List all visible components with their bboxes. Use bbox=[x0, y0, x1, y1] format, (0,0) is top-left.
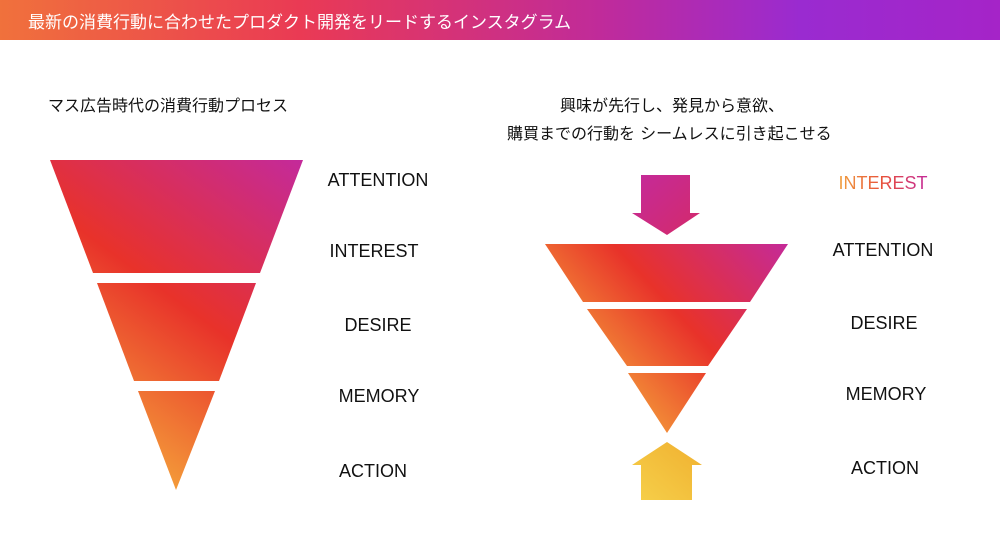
header-bar: 最新の消費行動に合わせたプロダクト開発をリードするインスタグラム bbox=[0, 0, 1000, 40]
right-title-line1: 興味が先行し、発見から意欲、 bbox=[560, 96, 785, 115]
left-funnel-band-3 bbox=[138, 391, 215, 490]
up-arrow-icon bbox=[632, 442, 702, 500]
left-title: マス広告時代の消費行動プロセス bbox=[48, 96, 289, 115]
right-label-action: ACTION bbox=[850, 458, 920, 478]
left-funnel-band-2 bbox=[97, 283, 256, 381]
right-funnel-band-2 bbox=[587, 309, 747, 366]
right-label-memory: MEMORY bbox=[845, 384, 927, 404]
right-label-attention: ATTENTION bbox=[832, 240, 934, 260]
right-title-line2: 購買までの行動を シームレスに引き起こせる bbox=[507, 124, 832, 143]
left-label-action: ACTION bbox=[338, 461, 408, 481]
left-label-attention: ATTENTION bbox=[327, 170, 429, 190]
left-label-desire: DESIRE bbox=[344, 315, 412, 335]
right-funnel-band-1 bbox=[545, 244, 788, 302]
left-funnel-band-1 bbox=[50, 160, 303, 273]
left-label-interest: INTEREST bbox=[329, 241, 419, 261]
right-label-desire: DESIRE bbox=[850, 313, 918, 333]
left-label-memory: MEMORY bbox=[338, 386, 420, 406]
down-arrow-icon bbox=[632, 175, 700, 235]
right-funnel-band-3 bbox=[628, 373, 706, 433]
page-title: 最新の消費行動に合わせたプロダクト開発をリードするインスタグラム bbox=[28, 13, 572, 33]
right-label-interest: INTEREST bbox=[838, 173, 928, 193]
